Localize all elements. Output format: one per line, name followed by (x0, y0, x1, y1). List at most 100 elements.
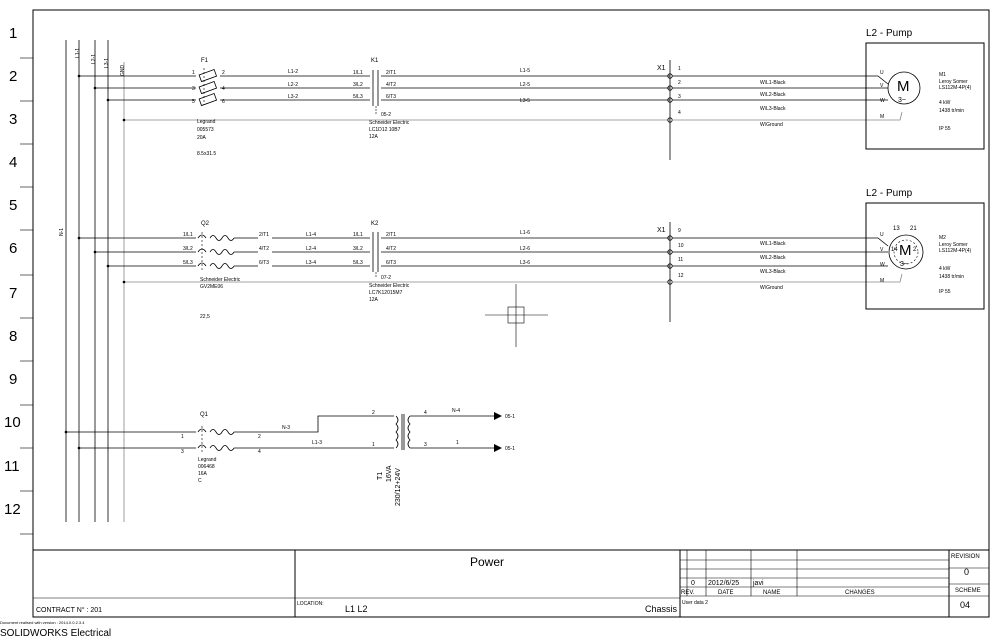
row-number: 7 (9, 285, 17, 302)
busbar-label: GND (120, 65, 126, 77)
component-maker: Schneider Electric (200, 277, 241, 283)
component-ref: LS112M-4P(4) (939, 85, 971, 91)
cross-reference: 07-2 (381, 275, 391, 281)
terminal-strip-tag: X1 (657, 65, 666, 72)
wire-label: L2-2 (288, 82, 298, 88)
terminal-number: 10 (678, 243, 684, 249)
wire-label: N-3 (282, 425, 290, 431)
motor-symbol-sub: 3~ (898, 97, 906, 104)
row-number: 2 (9, 68, 17, 85)
arrow-icon (494, 412, 502, 420)
motor-ip: IP 55 (939, 126, 951, 132)
terminal-mark: 2 (913, 247, 917, 253)
phase-label: W (880, 262, 885, 268)
wire-label: L1-2 (288, 69, 298, 75)
contactor-k1[interactable]: K1 1/L1 3/L2 5/L3 2/T1 4/T2 6/T3 05-2 Sc… (353, 58, 410, 140)
component-ref: LS112M-4P(4) (939, 248, 971, 254)
component-tag: F1 (201, 58, 209, 64)
terminal-number: 3 (678, 94, 681, 100)
component-maker: Legrand (197, 119, 216, 125)
terminal-strip-x1-a[interactable]: X1 1 2 3 4 (657, 60, 681, 160)
row-number: 12 (4, 501, 21, 518)
cable-label: W\L3-Black (760, 106, 786, 112)
terminal-number: 4/T2 (386, 246, 396, 252)
terminal-number: 2/T1 (259, 232, 269, 238)
terminal-strip-tag: X1 (657, 227, 666, 234)
motor-power: 4 kW (939, 100, 951, 106)
cross-reference[interactable]: 05-1 (505, 414, 515, 420)
fuse-f1[interactable]: F1 1 2 3 4 5 6 Legrand 005573 20A 8.5x31… (192, 58, 225, 157)
breaker-q1[interactable]: Q1 1 2 3 4 Legrand 006468 16A C (181, 412, 261, 484)
column-header: DATE (718, 590, 734, 596)
scheme-label: SCHEME (955, 588, 981, 594)
crosshair-cursor (485, 284, 548, 347)
motor-breaker-q2[interactable]: Q2 1/L1 3/L2 5/L3 2/T1 4/T2 6/T3 Schneid… (183, 221, 269, 320)
component-maker: Leroy Somer (939, 242, 968, 248)
phase-label: U (880, 232, 884, 238)
cable-label: W\L2-Black (760, 92, 786, 98)
column-header: REV. (681, 590, 695, 596)
terminal-number: 2/T1 (386, 70, 396, 76)
wire-label: L2-5 (520, 82, 530, 88)
terminal-number: 5/L3 (353, 94, 363, 100)
motor-speed: 1438 tr/min (939, 274, 964, 280)
component-ref: GV2ME06 (200, 284, 223, 290)
title-block: Power CONTRACT N° : 201 LOCATION: L1 L2 … (32, 549, 990, 618)
cross-reference[interactable]: 05-1 (505, 446, 515, 452)
wire-label: L3-5 (520, 98, 530, 104)
component-rating: 16A (198, 471, 208, 477)
transformer-t1[interactable]: 2 1 4 3 T1 16VA 230/12+24V (372, 410, 427, 506)
terminal-number: 1 (181, 434, 184, 440)
row-number: 10 (4, 414, 21, 431)
terminal-number: 2 (678, 80, 681, 86)
component-tag: K2 (371, 221, 379, 227)
busbars: L1-1 L2-1 L3-1 GND N-1 (59, 40, 126, 522)
phase-label: V (880, 83, 884, 89)
terminal-number: 1/L1 (183, 232, 193, 238)
sheet-title: Power (470, 555, 504, 569)
revision-label: REVISION (951, 554, 980, 560)
motor-m1[interactable]: L2 - Pump M 3~ U V W M M1 Leroy Somer LS… (865, 28, 985, 150)
terminal-number: 3 (192, 86, 195, 92)
cable-label: W\Ground (760, 122, 783, 128)
terminal-number: 6/T3 (386, 260, 396, 266)
terminal-number: 12 (678, 273, 684, 279)
motor-m2[interactable]: L2 - Pump M 3~ 13 21 14 2 U V W M M2 Ler… (865, 188, 985, 310)
terminal-mark: 21 (910, 226, 917, 232)
component-tag: M2 (939, 235, 946, 241)
terminal-number: 4/T2 (259, 246, 269, 252)
footer-version: Document realised with version : 2014.0.… (0, 620, 85, 625)
component-ref: LC7K12015M7 (369, 290, 403, 296)
terminal-number: 6/T3 (386, 94, 396, 100)
location-label: LOCATION: (297, 601, 324, 607)
contract-number: CONTRACT N° : 201 (36, 606, 102, 614)
terminal-number: 1 (192, 70, 195, 76)
component-curve: C (198, 478, 202, 484)
component-setting: 22,5 (200, 314, 210, 320)
terminal-number: 4 (258, 449, 261, 455)
terminal-number: 4 (678, 110, 681, 116)
wire-label: L1-4 (306, 232, 316, 238)
motor-speed: 1438 tr/min (939, 108, 964, 114)
cable-label: W\Ground (760, 285, 783, 291)
terminal-strip-x1-b[interactable]: X1 9 10 11 12 (657, 222, 684, 322)
terminal-number: 3 (424, 442, 427, 448)
column-header: NAME (763, 590, 780, 596)
motor-title: L2 - Pump (866, 188, 913, 199)
motor-ip: IP 55 (939, 289, 951, 295)
row-number: 1 (9, 25, 17, 42)
terminal-mark: 13 (893, 226, 900, 232)
terminal-number: 1 (678, 66, 681, 72)
chassis-label: Chassis (645, 604, 678, 614)
cable-label: W\L3-Black (760, 269, 786, 275)
wire-label: L2-6 (520, 246, 530, 252)
wire-label: L3-6 (520, 260, 530, 266)
row-number: 9 (9, 371, 17, 388)
busbar-label: N-1 (59, 228, 65, 236)
revision-value: 0 (964, 567, 969, 577)
location-value: L1 L2 (345, 604, 368, 614)
contactor-k2[interactable]: K2 1/L1 3/L2 5/L3 2/T1 4/T2 6/T3 07-2 Sc… (353, 221, 410, 303)
transformer-ratio: 230/12+24V (395, 468, 402, 506)
row-number: 8 (9, 328, 17, 345)
wire-label: L1-5 (520, 68, 530, 74)
